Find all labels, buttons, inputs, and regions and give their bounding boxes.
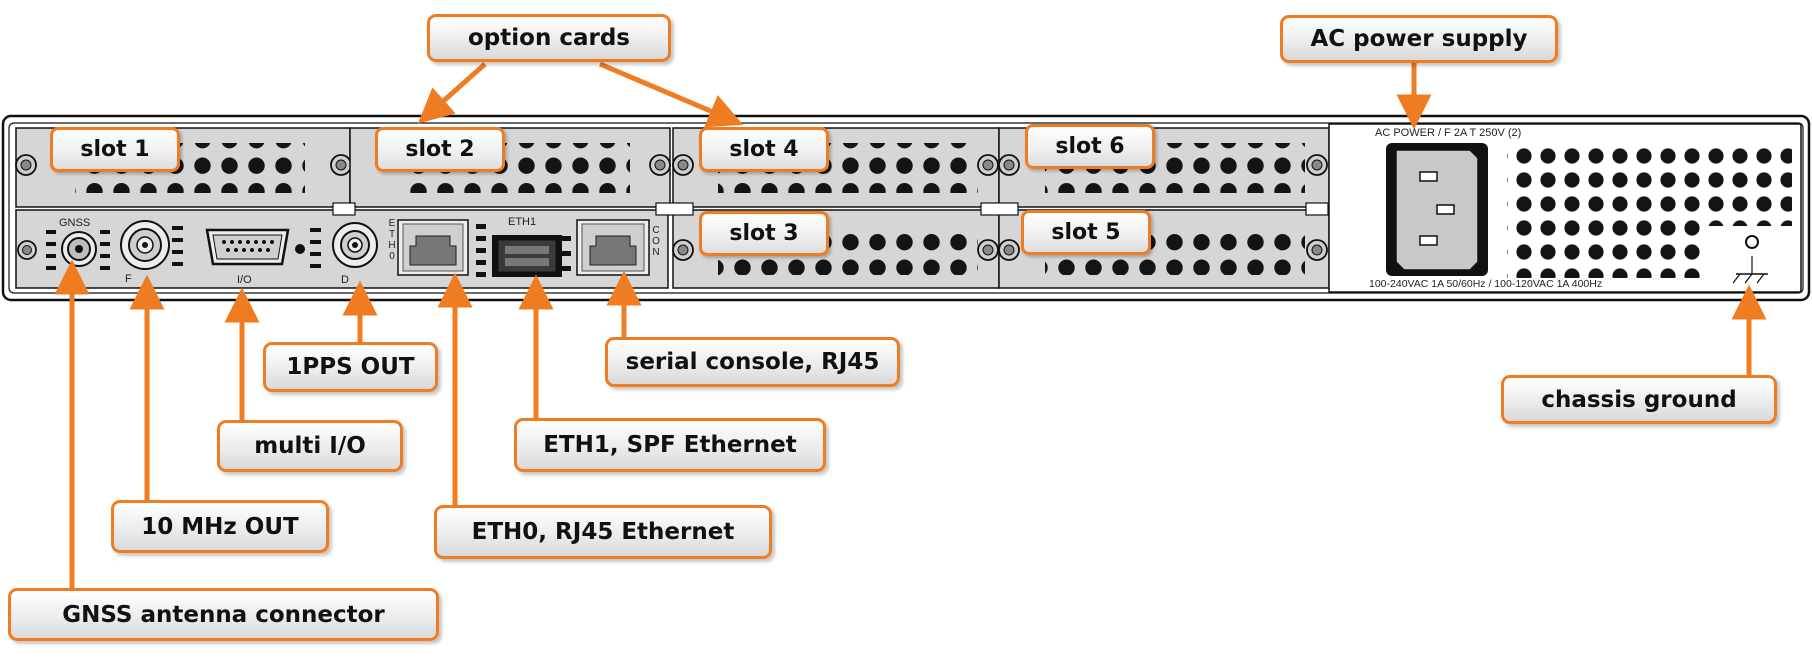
eth1-sfp-port (492, 235, 571, 277)
10mhz-out-callout: 10 MHz OUT (111, 500, 329, 553)
io-panel-text: I/O (237, 274, 252, 286)
chassis-ground-callout: chassis ground (1501, 375, 1777, 424)
serial-console-callout: serial console, RJ45 (605, 337, 900, 387)
console-rj45-port (576, 219, 650, 276)
option-cards-callout: option cards (427, 14, 671, 62)
gnss-antenna-callout: GNSS antenna connector (8, 588, 439, 641)
eth1-panel-text: ETH1 (508, 216, 537, 228)
ac-power-inlet (1386, 143, 1488, 276)
slot-1-label: slot 1 (50, 127, 180, 172)
ac-power-supply-callout: AC power supply (1280, 15, 1558, 63)
1pps-bnc-connector (310, 222, 378, 268)
slot-3-card (672, 209, 1000, 289)
ac-power-rating-text: AC POWER / F 2A T 250V (2) (1375, 127, 1522, 139)
power-supply-module (1328, 123, 1802, 293)
eth0-rj45-callout: ETH0, RJ45 Ethernet (434, 505, 772, 559)
f-panel-text: F (125, 273, 132, 285)
callout-arrows (54, 61, 1767, 588)
con-panel-text: CON (652, 225, 660, 258)
d-panel-text: D (341, 274, 349, 286)
slot-5-label: slot 5 (1021, 210, 1151, 255)
eth0-rj45-port (397, 219, 486, 277)
gnss-panel-text: GNSS (59, 217, 91, 229)
10mhz-bnc-connector (120, 220, 183, 270)
voltage-rating-text: 100-240VAC 1A 50/60Hz / 100-120VAC 1A 40… (1369, 278, 1603, 290)
1pps-out-callout: 1PPS OUT (263, 342, 438, 392)
slot-4-label: slot 4 (699, 127, 829, 172)
eth1-sfp-callout: ETH1, SPF Ethernet (514, 418, 826, 472)
slot-3-label: slot 3 (699, 211, 829, 256)
slot-6-label: slot 6 (1025, 124, 1155, 169)
ground-symbol (1732, 235, 1768, 284)
eth0-panel-text: ETH0 (388, 218, 396, 262)
arrow-option-cards-right (599, 61, 744, 128)
fixed-io-area (15, 202, 669, 289)
slot-2-label: slot 2 (375, 127, 505, 172)
arrow-option-cards-left (417, 62, 487, 124)
gnss-connector (46, 230, 110, 270)
multi-io-callout: multi I/O (217, 420, 403, 472)
multi-io-db-connector (205, 228, 305, 266)
